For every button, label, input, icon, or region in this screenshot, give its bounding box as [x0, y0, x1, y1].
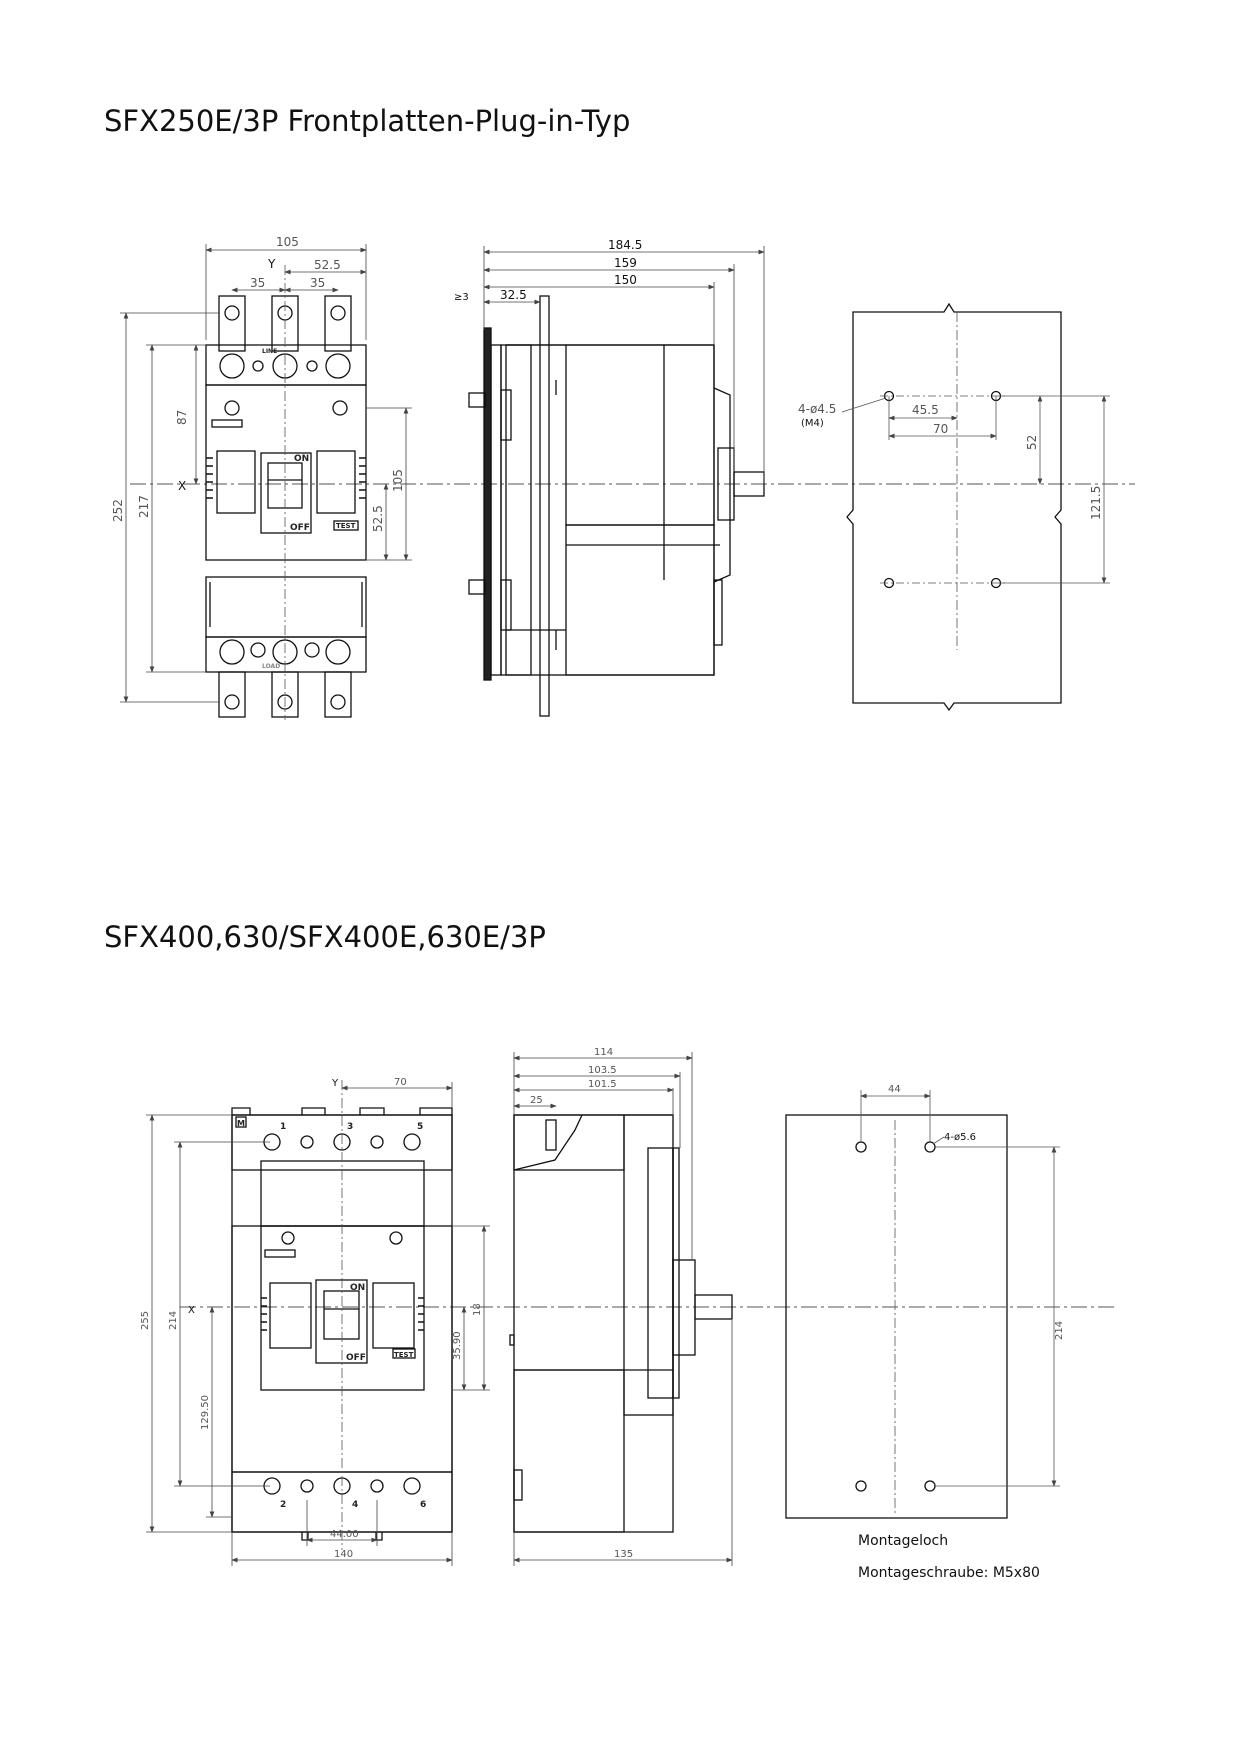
side-view-sfx400-630: [509, 1114, 733, 1533]
dim-184-5: 184.5: [608, 238, 642, 252]
axis-y-label: Y: [267, 257, 276, 271]
dim-ge-3: ≥3: [454, 292, 469, 303]
dim-44-00: 44.00: [330, 1529, 359, 1540]
mounting-hole-caption: Montageloch: [858, 1533, 949, 1549]
on-label-2: ON: [350, 1283, 365, 1293]
dim-35-right: 35: [310, 276, 325, 290]
terminal-1: 1: [280, 1122, 286, 1132]
terminal-2: 2: [280, 1500, 286, 1510]
line-label-1: LINE: [262, 348, 277, 355]
load-label-1: LOAD: [262, 663, 280, 670]
mounting-screw-caption: Montageschraube: M5x80: [858, 1565, 1040, 1581]
dim-121-5: 121.5: [1089, 486, 1103, 520]
dimensions-mount2: [860, 1090, 1060, 1515]
axis-x-label-2: X: [188, 1305, 195, 1316]
dimensions-front2: [146, 1082, 490, 1566]
dim-105-height: 105: [391, 469, 405, 492]
dim-214-front: 214: [168, 1311, 179, 1330]
dim-87: 87: [175, 410, 189, 425]
section-title-sfx400-630: SFX400,630/SFX400E,630E/3P: [104, 920, 546, 954]
axis-y-label-2: Y: [331, 1078, 339, 1089]
dim-35-90: 35.90: [452, 1331, 463, 1360]
test-label-2: TEST: [394, 1351, 414, 1359]
dim-35-left: 35: [250, 276, 265, 290]
terminal-3: 3: [347, 1122, 353, 1132]
dim-103-5: 103.5: [588, 1065, 617, 1076]
dimensions-mount1: [841, 312, 1110, 650]
on-label-1: ON: [294, 454, 309, 464]
dim-holes-4x5-6: 4-ø5.6: [944, 1132, 976, 1143]
dim-70: 70: [933, 422, 948, 436]
dim-114: 114: [594, 1047, 613, 1058]
dim-214-mount: 214: [1054, 1321, 1065, 1340]
dim-140: 140: [334, 1549, 353, 1560]
dim-255: 255: [140, 1311, 151, 1330]
dimensions-side1: [483, 246, 765, 484]
dim-217: 217: [137, 495, 151, 518]
dim-150: 150: [614, 273, 637, 287]
dim-52: 52: [1025, 435, 1039, 450]
dim-101-5: 101.5: [588, 1079, 617, 1090]
vent-slots-front2: [261, 1297, 424, 1331]
vent-slots-front1: [206, 457, 366, 499]
front-view-sfx250e: [205, 295, 367, 718]
dim-25: 25: [530, 1095, 543, 1106]
dim-159: 159: [614, 256, 637, 270]
side-view-sfx250e: [468, 295, 765, 717]
dim-252: 252: [111, 499, 125, 522]
dimensions-front1: [120, 244, 412, 703]
dim-52-5: 52.5: [314, 258, 341, 272]
axis-x-label: X: [178, 479, 186, 493]
dim-135: 135: [614, 1549, 633, 1560]
off-label-2: OFF: [346, 1353, 366, 1363]
dim-52-5-vertical: 52.5: [371, 505, 385, 532]
dim-32-5: 32.5: [500, 288, 527, 302]
section-title-sfx250e: SFX250E/3P Frontplatten-Plug-in-Typ: [104, 104, 631, 138]
dim-129-50: 129.50: [200, 1395, 211, 1430]
terminal-5: 5: [417, 1122, 423, 1132]
off-label-1: OFF: [290, 523, 310, 533]
dim-18: 18: [472, 1303, 483, 1316]
dim-m4: (M4): [801, 418, 824, 429]
dim-44-mount: 44: [888, 1084, 901, 1095]
mounting-view-sfx250e: [846, 302, 1062, 712]
dim-105-width: 105: [276, 235, 299, 249]
m-label-2: M: [237, 1119, 245, 1128]
terminal-4: 4: [352, 1500, 358, 1510]
dim-45-5: 45.5: [912, 403, 939, 417]
dim-70-2: 70: [394, 1077, 407, 1088]
mounting-view-sfx400-630: [785, 1114, 1008, 1519]
test-label-1: TEST: [336, 522, 356, 530]
dimensions-side2: [513, 1052, 733, 1566]
terminal-6: 6: [420, 1500, 426, 1510]
dim-holes-4x4-5: 4-ø4.5: [798, 402, 836, 416]
